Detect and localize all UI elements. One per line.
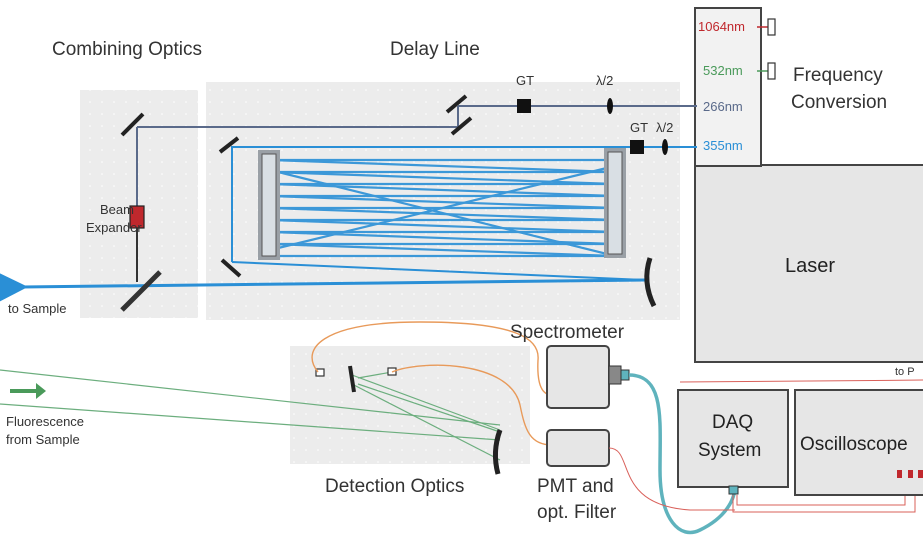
glan-taylor-top (517, 99, 531, 113)
half-wave-plate-right (662, 139, 668, 155)
combining-mirror (120, 270, 162, 312)
beam-expander (129, 205, 145, 282)
wavelength-1064: 1064nm (698, 19, 745, 34)
frequency-conversion-box: 1064nm 532nm 266nm 355nm Frequency Conve… (694, 7, 887, 167)
curved-mirror (644, 257, 657, 308)
half-wave-right-label: λ/2 (656, 120, 673, 135)
beam-dump-1064 (767, 18, 776, 36)
oscilloscope-box (794, 389, 923, 496)
delay-mirror-left (258, 150, 280, 260)
to-sample-label: to Sample (8, 301, 67, 316)
fiber-coupler-left (315, 368, 325, 377)
to-pc-label: to P (895, 366, 915, 378)
detection-optics-title: Detection Optics (325, 476, 464, 497)
steering-mirror-1 (120, 112, 145, 137)
daq-label-2: System (698, 440, 761, 461)
oscilloscope-label: Oscilloscope (800, 434, 908, 455)
glan-taylor-right (630, 140, 644, 154)
spectrometer-box (546, 345, 630, 409)
freq-conversion-label-2: Conversion (791, 92, 887, 113)
detection-optics-panel (290, 346, 530, 464)
steering-mirror-5 (220, 258, 242, 278)
combining-optics-title: Combining Optics (52, 39, 202, 60)
orange-fibers (311, 321, 553, 446)
spectrometer-label: Spectrometer (510, 322, 625, 343)
beam-dump-532 (767, 62, 776, 80)
gt-top-label: GT (516, 73, 534, 88)
beam-expander-label-1: Beam (100, 202, 134, 217)
pmt-label-2: opt. Filter (537, 502, 617, 523)
beam-355 (231, 146, 697, 281)
daq-box (677, 389, 789, 495)
half-wave-plate-top (607, 98, 613, 114)
detection-curved-mirror (492, 429, 503, 475)
beam-expander-label-2: Expander (86, 220, 142, 235)
laser-box: Laser (694, 164, 923, 363)
steering-mirror-4 (218, 136, 240, 154)
delay-mirror-right (604, 148, 626, 258)
fluorescence-arrow (10, 383, 46, 399)
fluorescence-beams (0, 369, 501, 461)
half-wave-top-label: λ/2 (596, 73, 613, 88)
teal-fiber (628, 373, 737, 535)
wavelength-355: 355nm (703, 138, 743, 153)
delay-multipass-beams (269, 158, 616, 258)
pmt-label-1: PMT and (537, 476, 614, 497)
freq-conversion-label-1: Frequency (793, 65, 883, 86)
wavelength-266: 266nm (703, 99, 743, 114)
steering-mirror-2 (445, 94, 468, 114)
laser-label: Laser (785, 255, 835, 277)
output-beam (0, 272, 646, 303)
gt-right-label: GT (630, 120, 648, 135)
delay-line-title: Delay Line (390, 39, 480, 60)
wavelength-532: 532nm (703, 63, 743, 78)
daq-label-1: DAQ (712, 412, 753, 433)
pmt-box (546, 429, 610, 467)
steering-mirror-3 (450, 116, 473, 136)
fluorescence-label-2: from Sample (6, 432, 80, 447)
detection-mirror (348, 365, 356, 393)
fluorescence-label-1: Fluorescence (6, 414, 84, 429)
